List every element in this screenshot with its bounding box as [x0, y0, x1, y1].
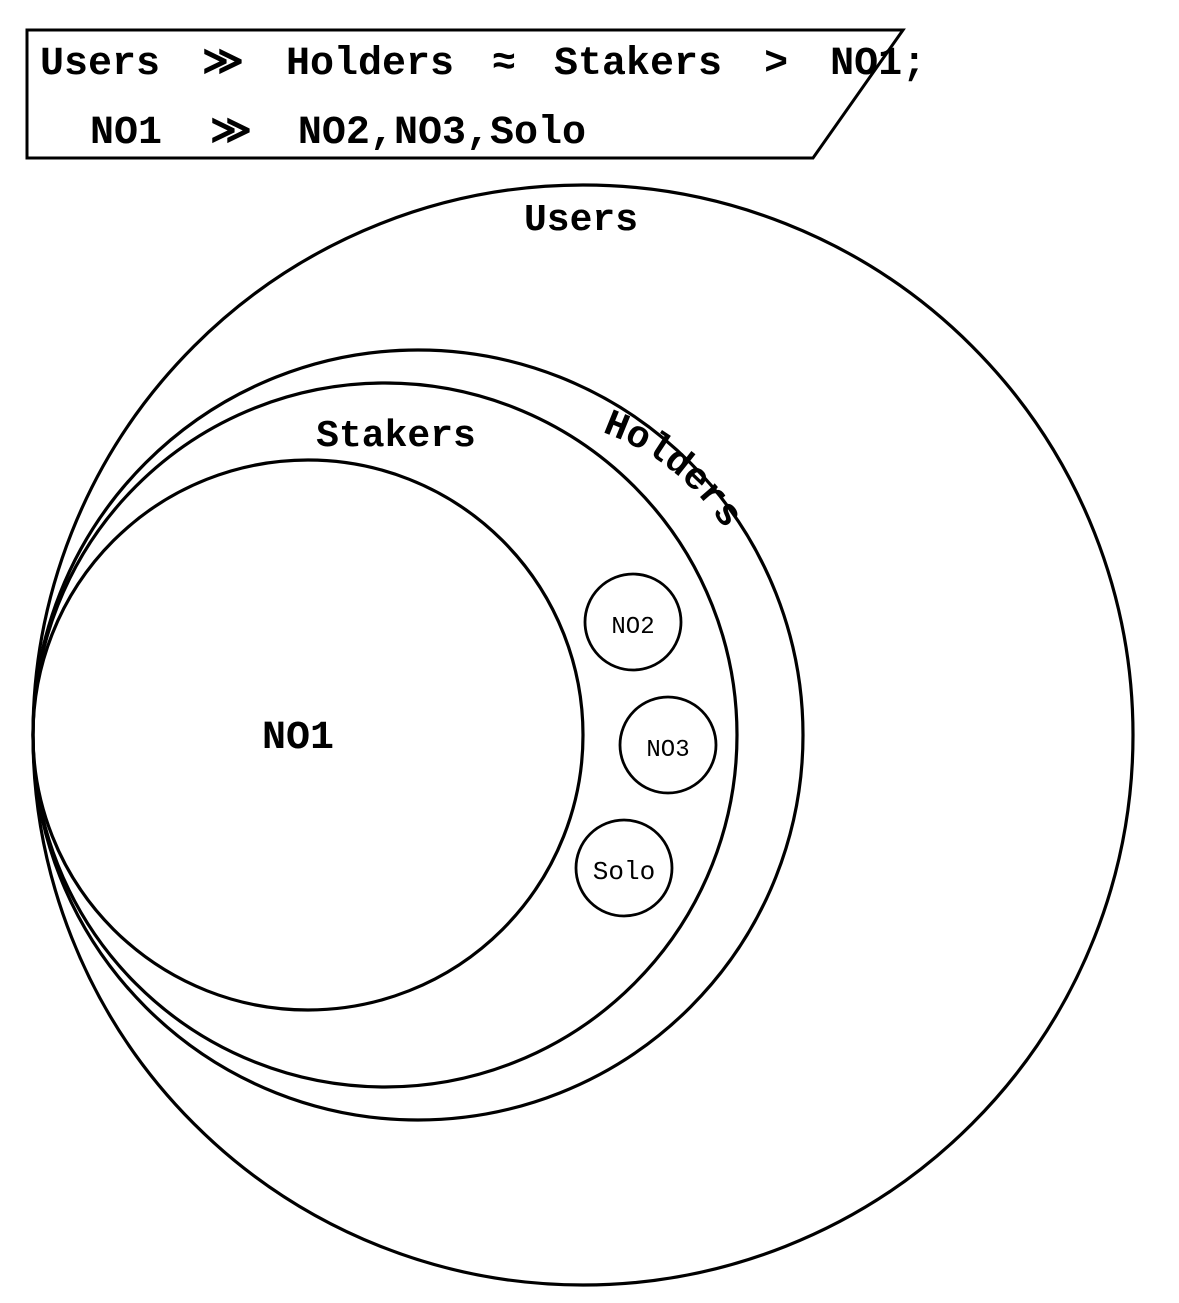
holders-label-path: Holders	[598, 403, 751, 536]
header-line2-no1: NO1	[90, 111, 162, 156]
header-line-2: NO1 ≫ NO2,NO3,Solo	[90, 111, 586, 156]
header-no1: NO1;	[830, 42, 926, 87]
header-stakers: Stakers	[554, 42, 722, 87]
holders-label: Holders	[598, 403, 751, 536]
header-op-approx: ≈	[492, 42, 516, 87]
solo-circle	[574, 818, 674, 918]
header-op-greater: >	[764, 42, 788, 87]
header-op-much-greater: ≫	[202, 42, 244, 87]
no2-label: NO2	[611, 614, 654, 641]
no3-circle	[618, 695, 718, 795]
header-box	[25, 28, 906, 160]
no1-circle	[31, 458, 585, 1012]
stakers-circle	[31, 381, 739, 1089]
users-label: Users	[524, 199, 638, 242]
header-line2-op: ≫	[210, 111, 252, 156]
stakers-label: Stakers	[316, 415, 476, 458]
header-line-1: Users ≫ Holders ≈ Stakers > NO1;	[40, 42, 926, 87]
header-line2-rest: NO2,NO3,Solo	[298, 111, 586, 156]
header-users: Users	[40, 42, 160, 87]
no2-circle	[583, 572, 683, 672]
no3-label: NO3	[646, 737, 689, 764]
no1-label: NO1	[262, 716, 334, 761]
solo-label: Solo	[593, 857, 655, 887]
header-holders: Holders	[286, 42, 454, 87]
